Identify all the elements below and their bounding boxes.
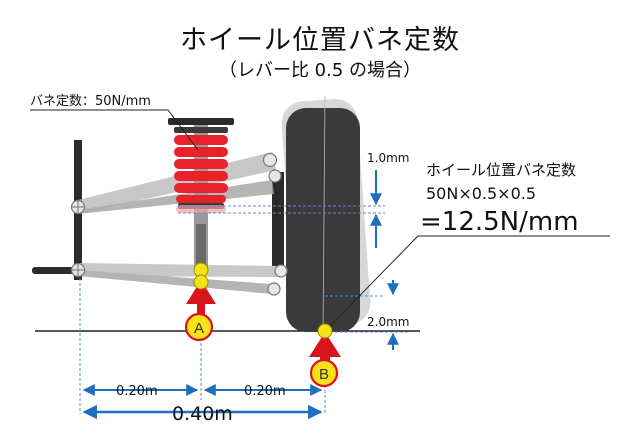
tire: [286, 108, 360, 332]
force-arrow-a: [186, 280, 216, 320]
gap-top-label: 1.0mm: [367, 151, 410, 165]
result-formula: 50N×0.5×0.5: [426, 184, 537, 203]
result-value: =12.5N/mm: [420, 207, 579, 237]
marker-b-contact: [317, 323, 333, 339]
point-a-badge: A: [184, 312, 214, 342]
spring: [174, 135, 228, 213]
knuckle: [272, 172, 284, 272]
tire-centerline: [322, 95, 326, 336]
point-b-badge: B: [309, 358, 339, 388]
dimension-right-label: 0.20m: [244, 384, 286, 399]
marker-a-joint: [193, 262, 209, 290]
page-title: ホイール位置バネ定数: [180, 25, 460, 56]
page-subtitle: （レバー比 0.5 の場合）: [218, 60, 422, 81]
chassis-stub: [32, 267, 80, 274]
spring-rate-label: バネ定数：50N/mm: [30, 94, 151, 109]
pivot-crosses: [72, 201, 84, 276]
dimension-total-label: 0.40m: [172, 403, 233, 425]
gap-bottom-label: 2.0mm: [367, 315, 410, 329]
dimension-left-label: 0.20m: [116, 384, 158, 399]
lower-arm: [78, 263, 282, 294]
spring-leader: [30, 109, 199, 151]
result-title: ホイール位置バネ定数: [426, 161, 577, 179]
result-leader: [329, 235, 610, 327]
point-b-label: B: [319, 366, 329, 383]
point-a-label: A: [194, 320, 204, 337]
